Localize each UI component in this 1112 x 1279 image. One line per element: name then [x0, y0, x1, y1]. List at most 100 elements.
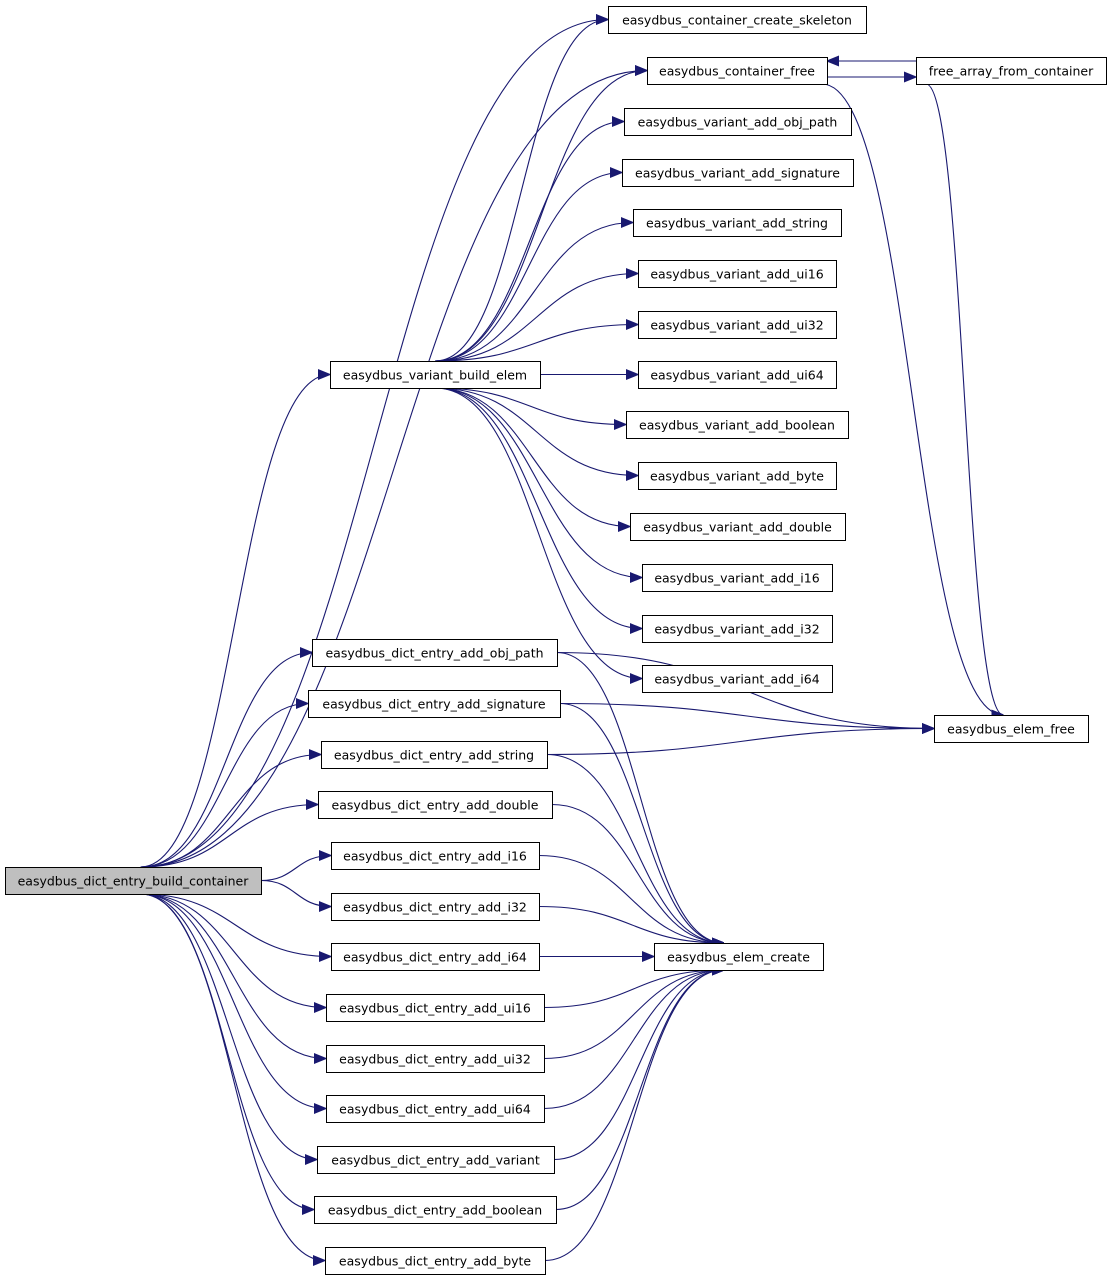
node-box[interactable] — [934, 715, 1089, 743]
node-box[interactable] — [654, 943, 824, 971]
node-v-obj-path[interactable]: easydbus_variant_add_obj_path — [624, 108, 852, 136]
node-label: easydbus_variant_add_obj_path — [638, 115, 838, 130]
edge-d-signature-to-elem-create — [559, 702, 724, 944]
node-box[interactable] — [633, 209, 842, 237]
node-elem-free[interactable]: easydbus_elem_free — [934, 715, 1089, 743]
node-label: easydbus_dict_entry_add_i16 — [343, 849, 527, 864]
node-box[interactable] — [326, 1095, 545, 1123]
node-label: easydbus_variant_add_signature — [635, 166, 840, 181]
node-box[interactable] — [325, 1247, 546, 1275]
edge-root-to-d-i32 — [260, 879, 331, 907]
node-box[interactable] — [638, 311, 837, 339]
node-v-boolean[interactable]: easydbus_variant_add_boolean — [626, 411, 849, 439]
node-label: free_array_from_container — [929, 64, 1094, 79]
node-free-array[interactable]: free_array_from_container — [916, 57, 1107, 85]
node-d-i16[interactable]: easydbus_dict_entry_add_i16 — [331, 842, 540, 870]
edge-d-boolean-to-elem-create — [555, 970, 724, 1211]
node-d-ui64[interactable]: easydbus_dict_entry_add_ui64 — [326, 1095, 545, 1123]
node-label: easydbus_variant_add_double — [643, 520, 832, 535]
node-v-ui32[interactable]: easydbus_variant_add_ui32 — [638, 311, 837, 339]
node-box[interactable] — [321, 741, 548, 769]
edge-root-to-d-ui32 — [140, 893, 326, 1059]
node-box[interactable] — [642, 665, 833, 693]
node-d-i32[interactable]: easydbus_dict_entry_add_i32 — [331, 893, 540, 921]
node-box[interactable] — [330, 361, 541, 389]
edge-root-to-d-byte — [140, 893, 325, 1261]
node-label: easydbus_dict_entry_add_obj_path — [325, 646, 543, 661]
edge-v-build-to-v-signature — [434, 173, 622, 362]
node-label: easydbus_dict_entry_build_container — [18, 874, 250, 889]
node-v-i32[interactable]: easydbus_variant_add_i32 — [642, 615, 833, 643]
node-v-byte[interactable]: easydbus_variant_add_byte — [638, 462, 837, 490]
node-box[interactable] — [312, 639, 558, 667]
node-box[interactable] — [638, 361, 837, 389]
node-box[interactable] — [626, 411, 849, 439]
node-box[interactable] — [331, 893, 540, 921]
node-box[interactable] — [317, 1146, 555, 1174]
node-v-build[interactable]: easydbus_variant_build_elem — [330, 361, 541, 389]
node-box[interactable] — [630, 513, 846, 541]
node-v-i16[interactable]: easydbus_variant_add_i16 — [642, 564, 833, 592]
node-d-boolean[interactable]: easydbus_dict_entry_add_boolean — [314, 1196, 557, 1224]
node-d-ui16[interactable]: easydbus_dict_entry_add_ui16 — [326, 994, 545, 1022]
node-d-i64[interactable]: easydbus_dict_entry_add_i64 — [331, 943, 540, 971]
node-label: easydbus_dict_entry_add_byte — [339, 1254, 532, 1269]
edge-d-signature-to-elem-free — [559, 702, 934, 729]
node-elem-create[interactable]: easydbus_elem_create — [654, 943, 824, 971]
node-label: easydbus_variant_add_i32 — [654, 622, 819, 637]
edge-root-to-d-i64 — [140, 893, 331, 957]
node-d-variant[interactable]: easydbus_dict_entry_add_variant — [317, 1146, 555, 1174]
edge-d-ui16-to-elem-create — [543, 970, 724, 1009]
node-container-free[interactable]: easydbus_container_free — [647, 57, 828, 85]
node-label: easydbus_container_create_skeleton — [622, 13, 852, 28]
node-box[interactable] — [624, 108, 852, 136]
node-box[interactable] — [326, 994, 545, 1022]
node-label: easydbus_dict_entry_add_ui16 — [339, 1001, 531, 1016]
edge-v-build-to-v-i64 — [434, 387, 642, 679]
edge-root-to-d-signature — [140, 704, 308, 868]
edge-v-build-to-container-free — [434, 71, 647, 362]
edge-d-variant-to-elem-create — [553, 970, 724, 1161]
node-v-i64[interactable]: easydbus_variant_add_i64 — [642, 665, 833, 693]
edge-free-array-to-elem-free — [925, 83, 1004, 715]
node-v-ui16[interactable]: easydbus_variant_add_ui16 — [638, 260, 837, 288]
node-box[interactable] — [642, 564, 833, 592]
node-create-skeleton[interactable]: easydbus_container_create_skeleton — [608, 6, 867, 34]
edge-v-build-to-v-boolean — [434, 387, 626, 425]
node-box[interactable] — [308, 690, 561, 718]
edge-d-double-to-elem-create — [551, 803, 724, 944]
node-box[interactable] — [647, 57, 828, 85]
edge-v-build-to-v-double — [434, 387, 630, 527]
node-label: easydbus_variant_add_string — [646, 216, 828, 231]
node-d-string[interactable]: easydbus_dict_entry_add_string — [321, 741, 548, 769]
node-box[interactable] — [314, 1196, 557, 1224]
node-box[interactable] — [916, 57, 1107, 85]
node-d-signature[interactable]: easydbus_dict_entry_add_signature — [308, 690, 561, 718]
node-box[interactable] — [326, 1045, 545, 1073]
node-box[interactable] — [331, 943, 540, 971]
node-label: easydbus_variant_add_i16 — [654, 571, 819, 586]
node-root[interactable]: easydbus_dict_entry_build_container — [5, 867, 262, 895]
edge-d-i32-to-elem-create — [538, 905, 724, 944]
node-box[interactable] — [622, 159, 854, 187]
node-d-byte[interactable]: easydbus_dict_entry_add_byte — [325, 1247, 546, 1275]
node-box[interactable] — [331, 842, 540, 870]
node-d-obj-path[interactable]: easydbus_dict_entry_add_obj_path — [312, 639, 558, 667]
node-v-ui64[interactable]: easydbus_variant_add_ui64 — [638, 361, 837, 389]
node-label: easydbus_dict_entry_add_ui32 — [339, 1052, 531, 1067]
node-box[interactable] — [638, 260, 837, 288]
node-v-double[interactable]: easydbus_variant_add_double — [630, 513, 846, 541]
node-v-string[interactable]: easydbus_variant_add_string — [633, 209, 842, 237]
node-box[interactable] — [638, 462, 837, 490]
node-d-double[interactable]: easydbus_dict_entry_add_double — [318, 791, 553, 819]
edge-root-to-v-build — [140, 375, 330, 868]
node-box[interactable] — [642, 615, 833, 643]
edge-root-to-d-string — [140, 755, 321, 868]
node-box[interactable] — [608, 6, 867, 34]
node-box[interactable] — [318, 791, 553, 819]
node-label: easydbus_variant_build_elem — [343, 368, 527, 383]
node-d-ui32[interactable]: easydbus_dict_entry_add_ui32 — [326, 1045, 545, 1073]
node-v-signature[interactable]: easydbus_variant_add_signature — [622, 159, 854, 187]
node-box[interactable] — [5, 867, 262, 895]
